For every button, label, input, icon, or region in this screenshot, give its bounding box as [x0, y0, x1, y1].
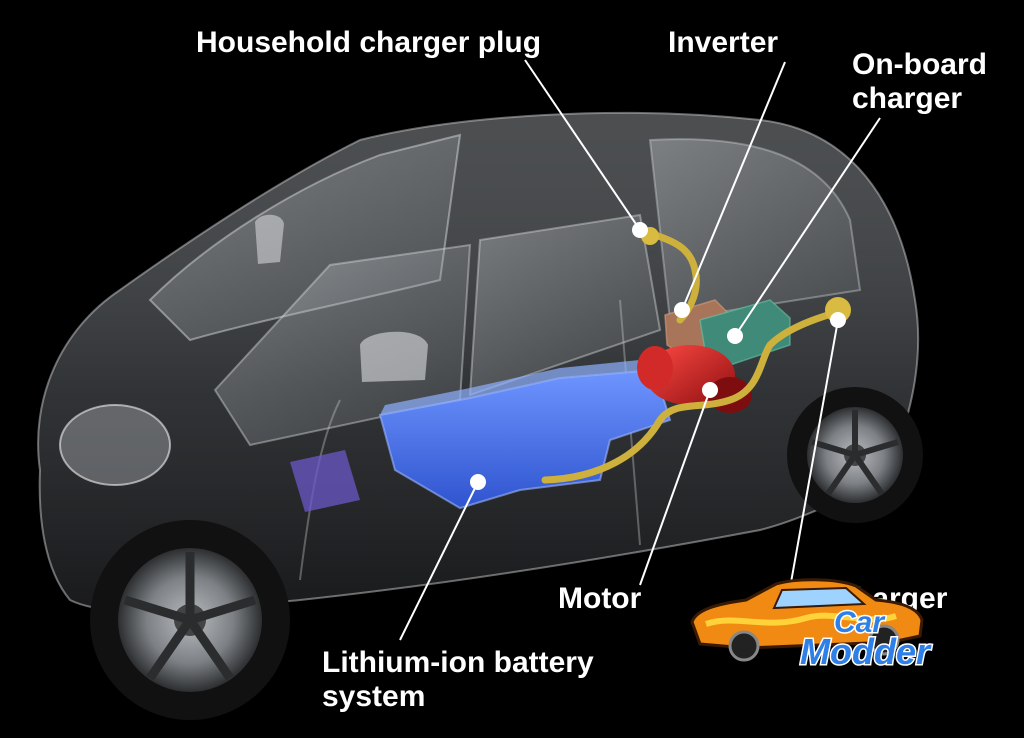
label-inverter-text: Inverter: [668, 26, 779, 59]
marker-quick-charger: [830, 312, 846, 328]
label-onboard-charger: On-board charger: [852, 48, 987, 116]
label-battery-line1: Lithium-ion battery: [322, 646, 594, 679]
marker-battery: [470, 474, 486, 490]
rear-window: [648, 138, 862, 322]
front-wheel: [90, 520, 290, 720]
headlight: [59, 404, 171, 486]
leader-onboard-charger: [734, 117, 881, 337]
label-household-charger-plug-text: Household charger plug: [196, 26, 542, 59]
battery-top: [380, 360, 655, 415]
power-cable: [541, 308, 842, 484]
car-modder-logo: [690, 578, 924, 662]
logo-word-car: Car: [834, 606, 886, 639]
side-window-front: [213, 243, 472, 447]
marker-household-charger-plug: [632, 222, 648, 238]
seat: [360, 331, 428, 382]
marker-onboard-charger: [727, 328, 743, 344]
logo-flames: [705, 612, 897, 627]
logo-wheel: [868, 624, 900, 656]
label-battery: Lithium-ion battery system: [322, 646, 594, 714]
auxiliary-module: [290, 450, 360, 512]
car-modder-logo-text: Car Modder: [799, 605, 934, 673]
logo-car-body: [690, 578, 924, 650]
leader-motor: [639, 389, 711, 586]
label-onboard-charger-line1: On-board: [852, 48, 987, 81]
logo-word-modder: Modder: [800, 631, 932, 672]
logo-wheel: [728, 630, 760, 662]
rear-wheel: [787, 387, 923, 523]
side-window-rear: [468, 213, 662, 397]
label-battery-line2: system: [322, 680, 426, 713]
seat: [255, 214, 284, 264]
logo-car-window: [772, 586, 867, 610]
leader-inverter: [681, 61, 786, 311]
marker-inverter: [674, 302, 690, 318]
label-motor-text: Motor: [558, 582, 642, 615]
label-motor: Motor: [558, 582, 641, 616]
marker-motor: [702, 382, 718, 398]
leader-battery: [399, 481, 479, 641]
leader-household-charger-plug: [524, 59, 641, 231]
label-inverter: Inverter: [668, 26, 778, 60]
label-household-charger-plug: Household charger plug: [196, 26, 541, 60]
label-onboard-charger-line2: charger: [852, 82, 963, 115]
leader-quick-charger: [789, 319, 839, 589]
